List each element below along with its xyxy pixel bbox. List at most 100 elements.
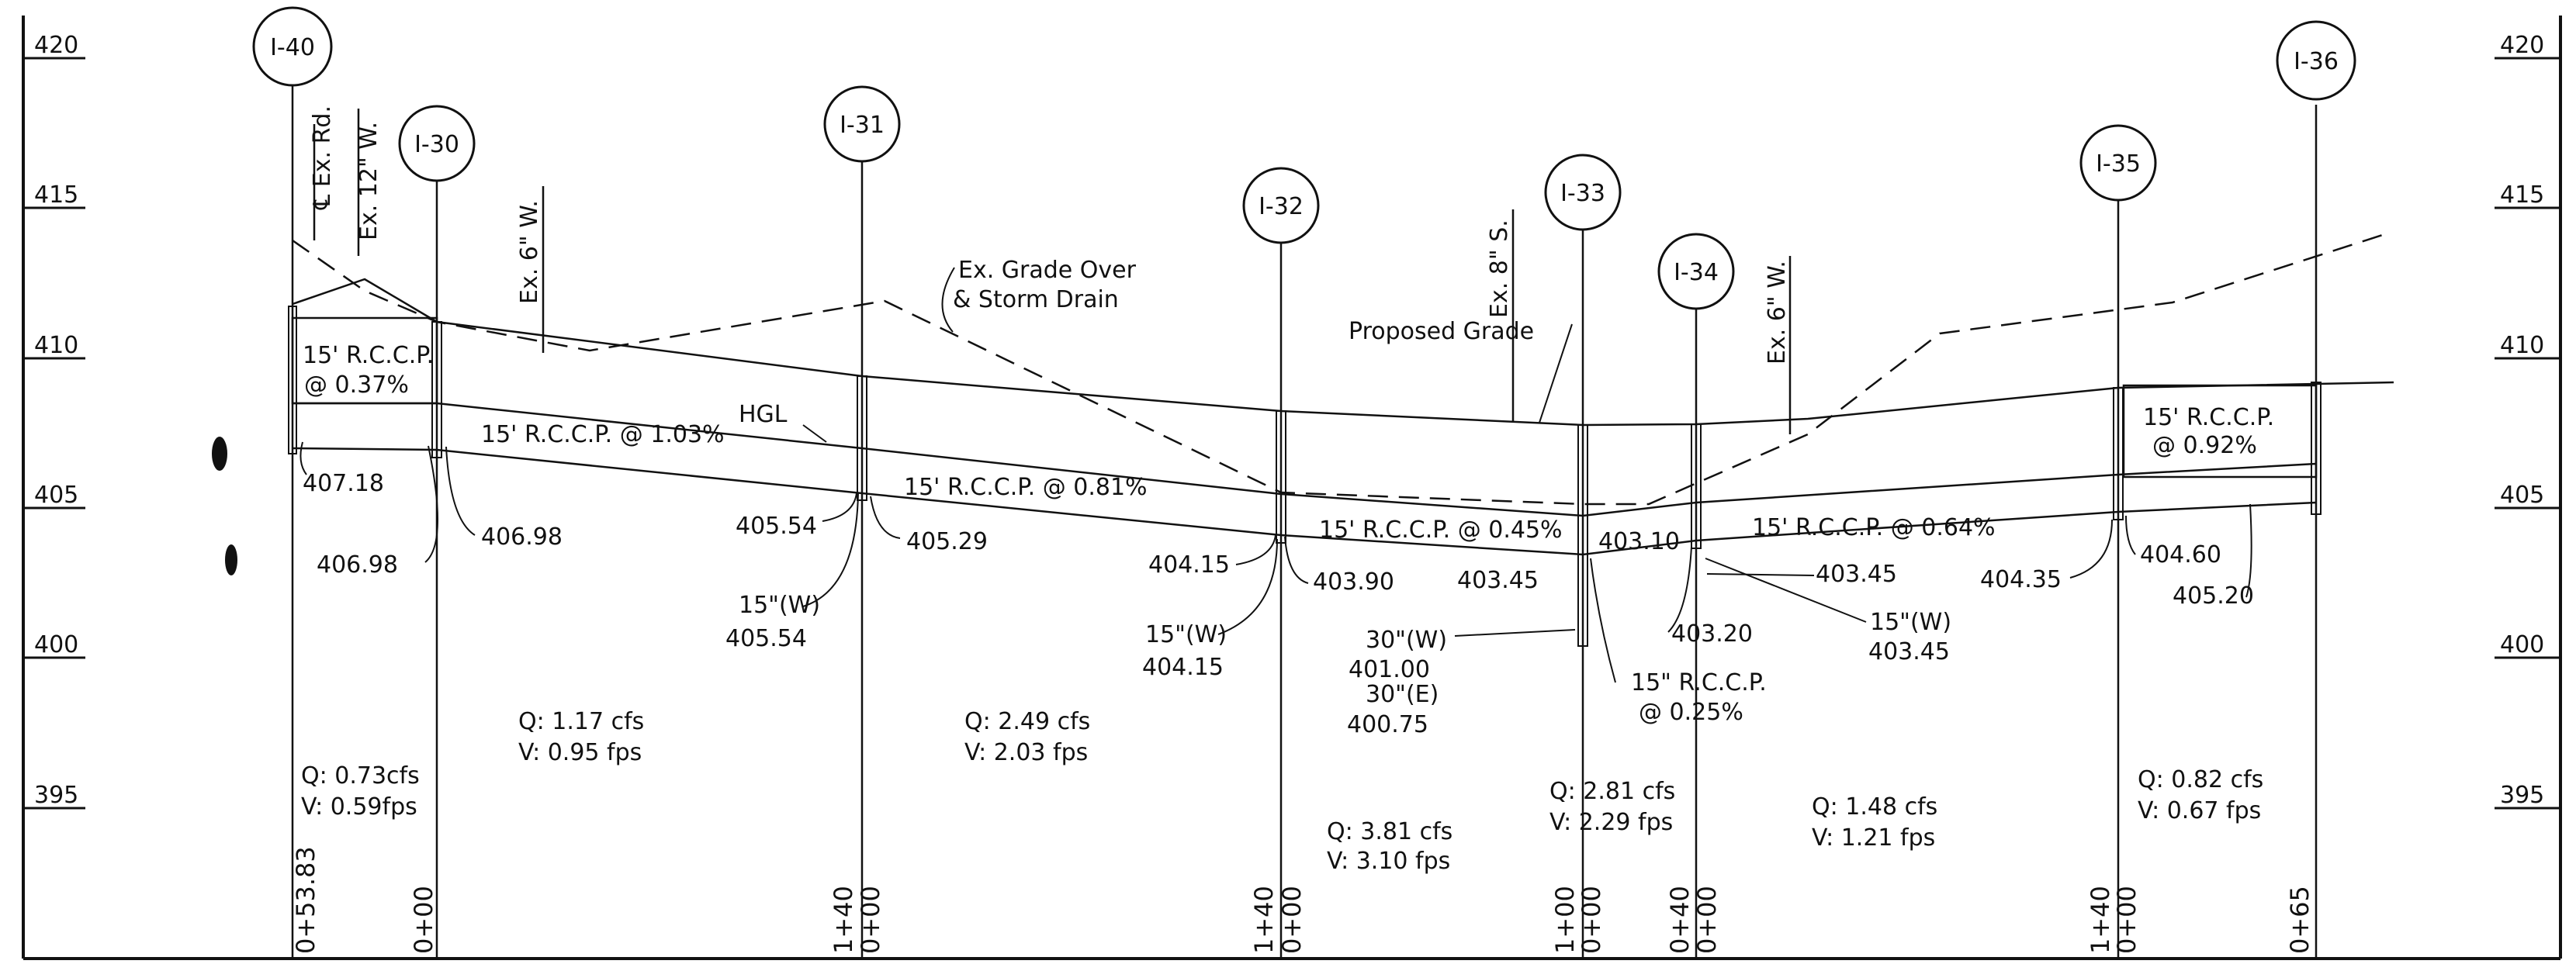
station-labels: 0+53.83 0+00 1+40 0+00 1+40 0+00 1+00 0+…	[291, 846, 2315, 954]
elevation-callout: 404.60	[2140, 541, 2221, 568]
elevation-leaders	[299, 441, 2252, 683]
flow-velocity: V: 2.03 fps	[964, 739, 1088, 766]
manhole-bubble-i34	[1657, 233, 1735, 310]
flow-rate: Q: 0.82 cfs	[2138, 766, 2263, 793]
manhole-structures	[288, 306, 2322, 647]
manhole-label: I-32	[1259, 193, 1304, 220]
manhole-box-i36	[2122, 384, 2318, 479]
station-label: 0+00	[2112, 886, 2141, 954]
grade-callouts: Ex. Grade Over & Storm Drain Proposed Gr…	[739, 257, 1573, 443]
utility-label-ex-road: ℄ Ex. Rd.	[309, 105, 336, 210]
station-label: 0+00	[1692, 886, 1722, 954]
elevation-label: 405	[34, 482, 78, 509]
proposed-grade-leader	[1539, 323, 1573, 423]
flow-rate: Q: 0.73cfs	[301, 762, 420, 790]
station-label: 1+00	[1550, 886, 1580, 954]
scan-blot	[212, 437, 227, 471]
manhole-bubble-i40	[252, 6, 333, 87]
elevation-callout: 403.45	[1868, 638, 1950, 665]
elevation-callout: 15"(W)	[1145, 621, 1227, 648]
scan-marks	[212, 437, 237, 575]
elevation-leader	[802, 492, 859, 607]
pipe-labels: 15' R.C.C.P. @ 0.37% 15' R.C.C.P. @ 1.03…	[303, 342, 2274, 726]
pipe-label-p2: 15' R.C.C.P. @ 1.03%	[481, 421, 725, 448]
utility-label-ex-12w: Ex. 12" W.	[355, 122, 383, 240]
elevation-leader	[870, 496, 901, 539]
elevation-callout: 406.98	[317, 551, 398, 579]
pipe-invert-line	[292, 447, 2317, 556]
elevation-leader	[1454, 629, 1576, 637]
utility-label-ex-8s: Ex. 8" S.	[1486, 219, 1513, 318]
structure-i35	[2113, 387, 2124, 520]
ex-grade-leader	[941, 267, 955, 333]
pipe-label-p7-line1: 15" R.C.C.P.	[1631, 669, 1767, 696]
manhole-label: I-30	[414, 131, 459, 158]
station-label: 0+00	[1577, 886, 1606, 954]
manhole-bubble-i31	[823, 85, 901, 163]
elevation-label: 410	[2500, 332, 2544, 359]
elevation-callout: 405.54	[725, 625, 807, 652]
pipe-label-p5: 15' R.C.C.P. @ 0.64%	[1752, 514, 1996, 541]
elevation-leader	[2245, 503, 2252, 598]
elevation-callout: 15"(W)	[1870, 609, 1951, 636]
elevation-callout: 404.15	[1142, 654, 1224, 681]
flow-velocity: V: 3.10 fps	[1327, 848, 1450, 875]
ex-grade-callout-line1: Ex. Grade Over	[958, 257, 1137, 284]
pipe-label-p4: 15' R.C.C.P. @ 0.45%	[1319, 517, 1563, 544]
hgl-leader	[802, 424, 827, 443]
station-label: 0+40	[1665, 886, 1695, 954]
proposed-grade-line	[292, 278, 2394, 427]
pipe-label-p7-line2: @ 0.25%	[1639, 699, 1743, 726]
elevation-leader	[1667, 546, 1692, 633]
existing-grade-line	[292, 231, 2391, 506]
manhole-labels: I-40 I-30 I-31 I-32 I-33 I-34 I-35 I-36	[270, 34, 2339, 286]
elevation-label: 420	[34, 32, 78, 59]
flow-rate: Q: 3.81 cfs	[1327, 818, 1452, 845]
elevation-label: 415	[34, 181, 78, 209]
right-elevation-labels: 420 415 410 405 400 395	[2500, 32, 2544, 809]
elevation-callout: 405.54	[736, 513, 817, 540]
elevation-leader	[1235, 534, 1276, 565]
flow-rate: Q: 2.49 cfs	[964, 708, 1090, 735]
flow-velocity: V: 0.67 fps	[2138, 797, 2261, 824]
flow-annotations: Q: 0.73cfs V: 0.59fps Q: 1.17 cfs V: 0.9…	[301, 708, 2263, 875]
elevation-callout: 403.90	[1313, 568, 1394, 596]
elevation-leader	[299, 441, 307, 475]
elevation-callout: 403.10	[1598, 528, 1680, 555]
pipe-label-p6-line1: 15' R.C.C.P.	[2143, 404, 2274, 431]
elevation-leader	[822, 492, 857, 522]
manhole-label: I-35	[2096, 150, 2141, 178]
manhole-bubble-i30	[398, 105, 476, 182]
manhole-bubbles	[252, 6, 2356, 310]
pipe-label-p6-line2: @ 0.92%	[2152, 432, 2257, 459]
elevation-callout: 405.29	[906, 528, 988, 555]
drawing-frame	[22, 16, 2562, 960]
utility-labels: ℄ Ex. Rd. Ex. 12" W. Ex. 6" W. Ex. 8" S.…	[309, 105, 1791, 365]
left-elevation-scale	[23, 57, 85, 810]
flow-rate: Q: 1.48 cfs	[1812, 793, 1937, 821]
elevation-callout: 403.20	[1671, 620, 1753, 648]
flow-velocity: V: 0.95 fps	[518, 739, 642, 766]
invert-elevations: 407.18 406.98 406.98 405.54 405.29 15"(W…	[303, 470, 2254, 738]
elevation-callout: 401.00	[1349, 656, 1430, 683]
station-label: 0+65	[2285, 886, 2315, 954]
elevation-leader	[2069, 519, 2113, 579]
elevation-callout: 404.15	[1148, 551, 1230, 579]
flow-velocity: V: 2.29 fps	[1549, 809, 1673, 836]
elevation-label: 420	[2500, 32, 2544, 59]
manhole-bubble-i33	[1544, 154, 1622, 231]
manhole-label: I-31	[840, 112, 885, 139]
structure-i30	[431, 321, 442, 458]
station-label: 0+00	[1277, 886, 1307, 954]
flow-velocity: V: 0.59fps	[301, 793, 417, 821]
structure-i40	[288, 306, 297, 454]
ex-grade-callout-line2: & Storm Drain	[953, 286, 1119, 313]
station-label: 1+40	[829, 886, 858, 954]
utility-label-ex-6w-a: Ex. 6" W.	[516, 200, 543, 304]
flow-rate: Q: 2.81 cfs	[1549, 778, 1675, 805]
elevation-callout: 400.75	[1347, 711, 1428, 738]
elevation-label: 410	[34, 332, 78, 359]
station-lines	[291, 71, 2318, 959]
proposed-grade-callout: Proposed Grade	[1349, 318, 1534, 345]
